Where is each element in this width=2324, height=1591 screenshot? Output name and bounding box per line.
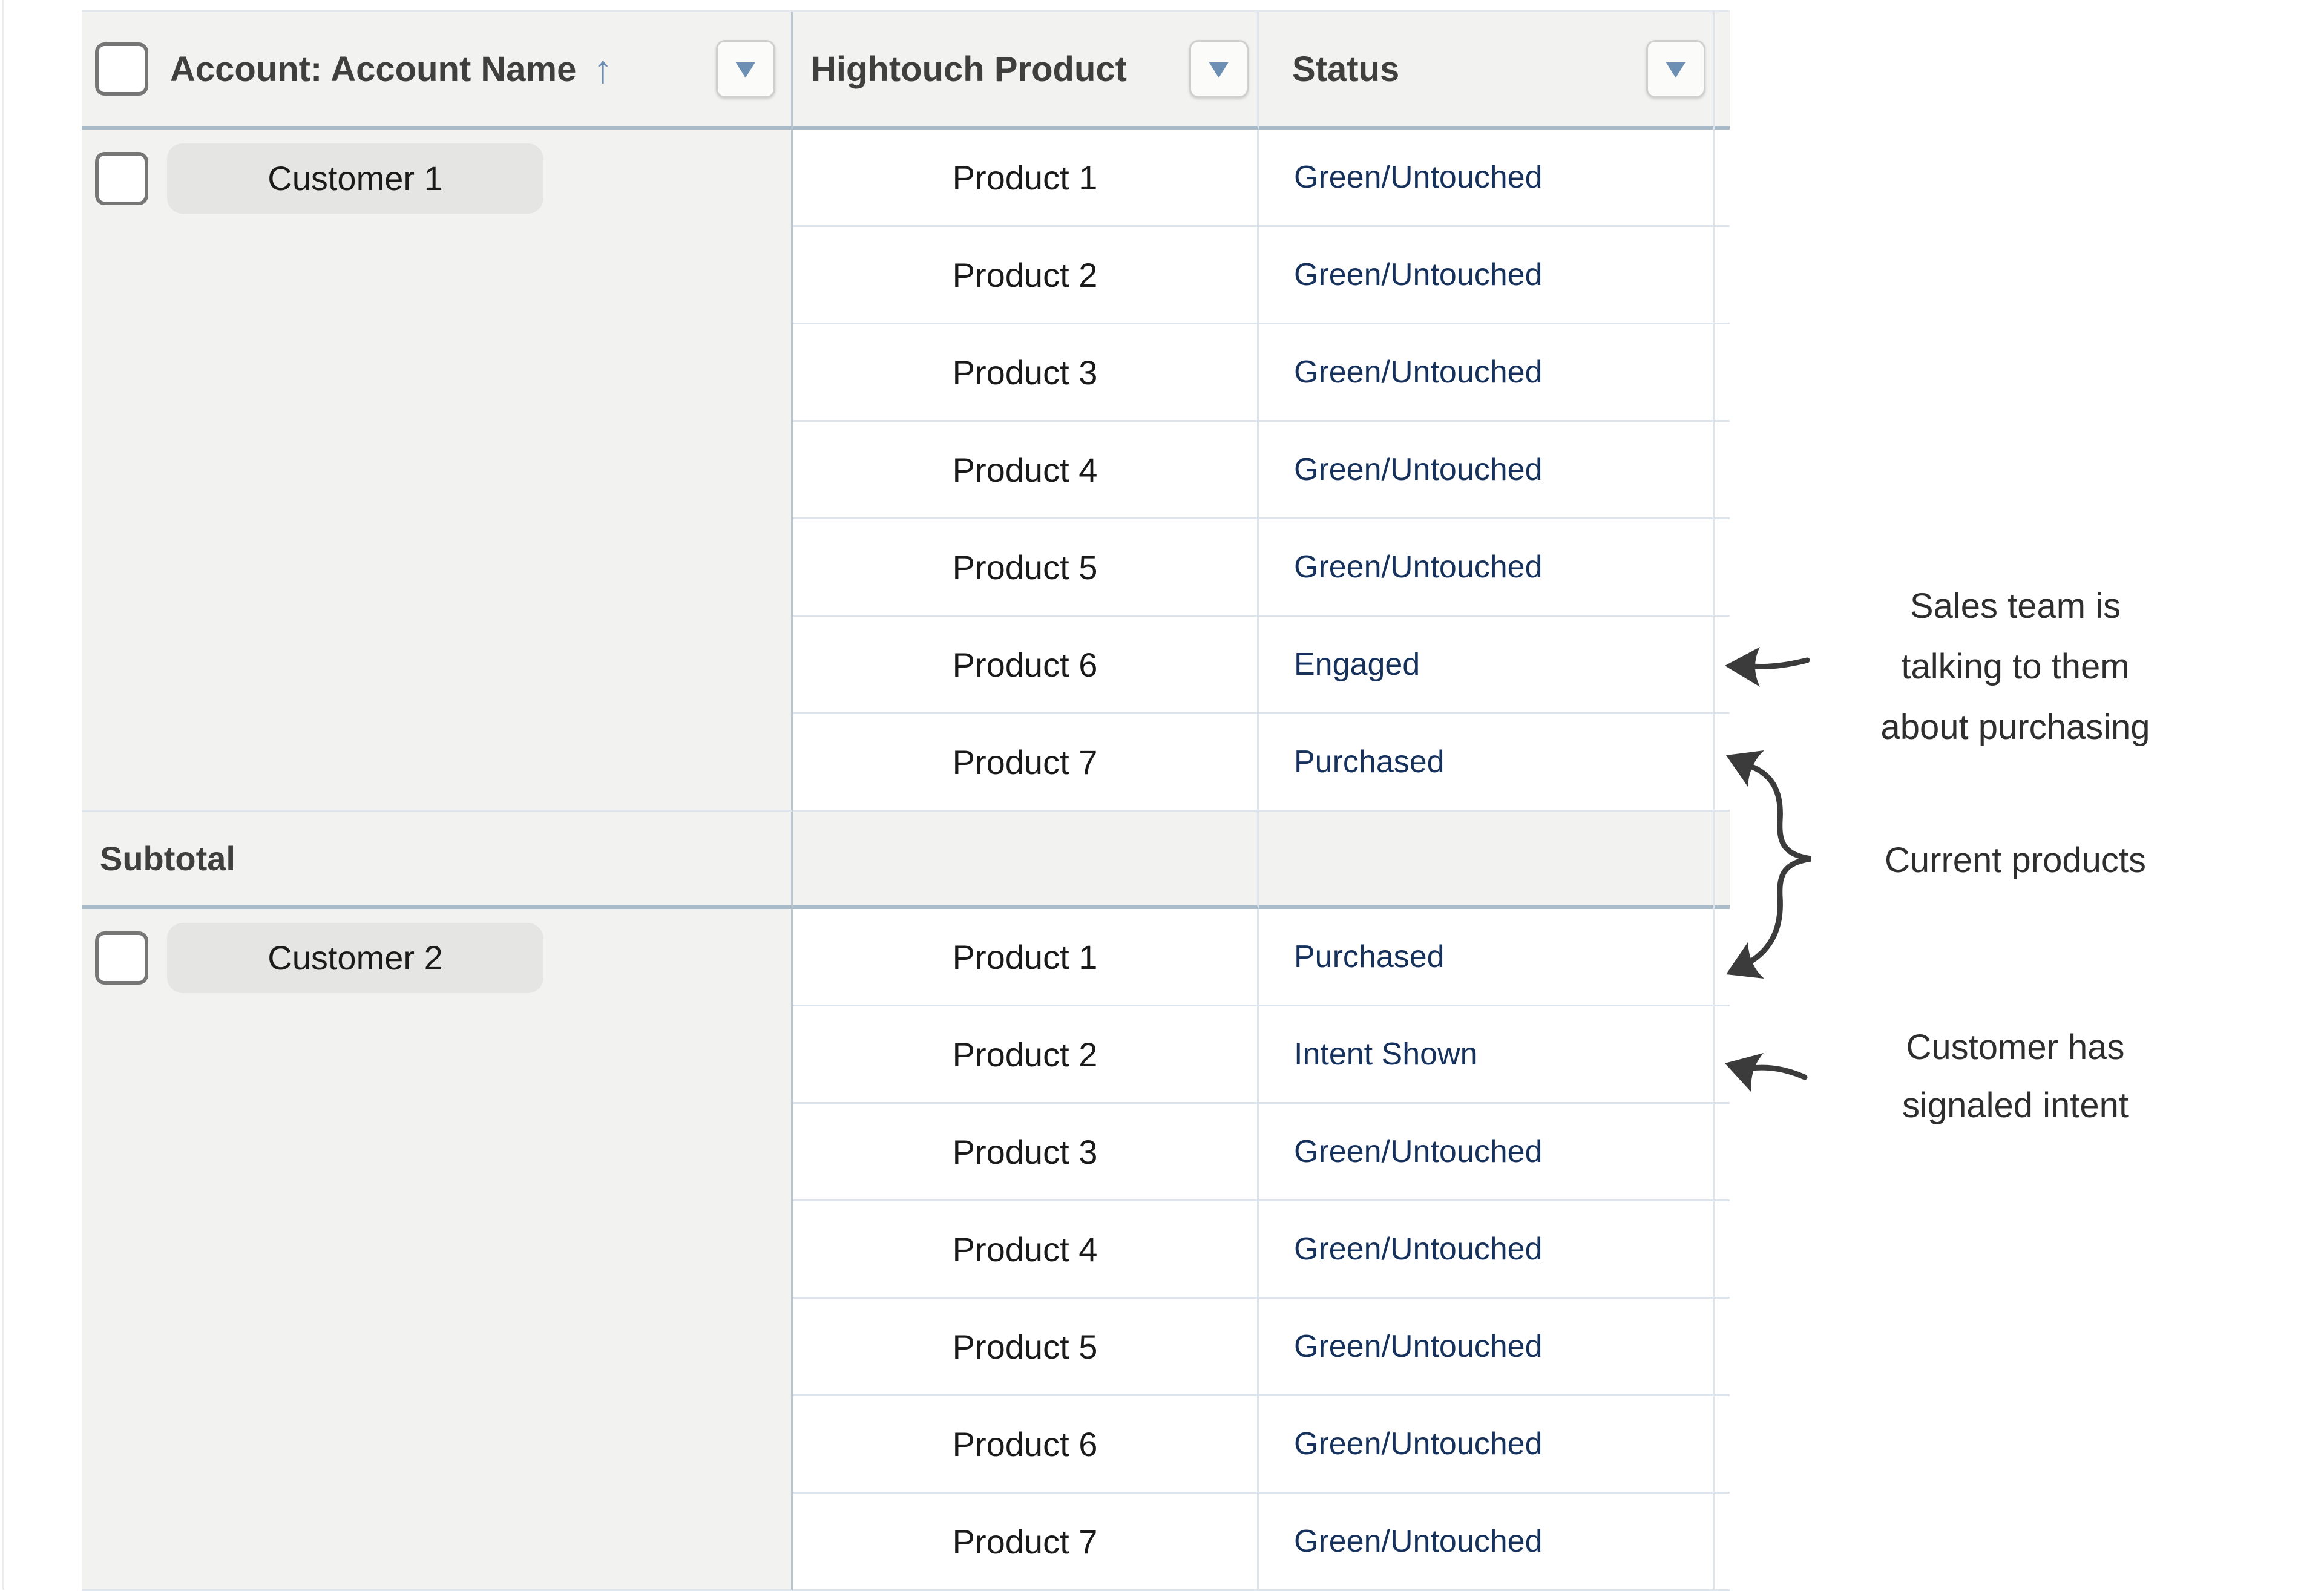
report-table: Account: Account Name ↑ ▼ Hightouch Prod… (82, 10, 1730, 1591)
status-cell[interactable]: Green/Untouched (1259, 422, 1730, 519)
account-column-header: Account: Account Name ↑ ▼ (82, 12, 793, 130)
annotation-line: talking to them (1901, 647, 2130, 686)
status-cell[interactable]: Green/Untouched (1259, 519, 1730, 617)
annotation-line: signaled intent (1902, 1086, 2129, 1125)
status-cell[interactable]: Green/Untouched (1259, 1299, 1730, 1396)
annotation-engaged: Sales team is talking to them about purc… (1767, 576, 2263, 758)
annotation-line: about purchasing (1880, 707, 2150, 747)
status-cell[interactable]: Green/Untouched (1259, 227, 1730, 324)
annotation-current-products: Current products (1767, 830, 2263, 891)
status-cell[interactable]: Green/Untouched (1259, 324, 1730, 422)
subtotal-status-cell (1259, 812, 1730, 909)
product-filter-button[interactable]: ▼ (1189, 40, 1249, 98)
status-cell[interactable]: Green/Untouched (1259, 1201, 1730, 1299)
status-cell[interactable]: Green/Untouched (1259, 1104, 1730, 1201)
product-cell: Product 2 (793, 227, 1259, 324)
product-cell: Product 5 (793, 519, 1259, 617)
status-column-divider (1713, 10, 1715, 1589)
window-edge-line (2, 0, 4, 1590)
product-cell: Product 1 (793, 909, 1259, 1006)
product-cell: Product 5 (793, 1299, 1259, 1396)
status-filter-button[interactable]: ▼ (1646, 40, 1705, 98)
product-cell: Product 1 (793, 130, 1259, 227)
product-cell: Product 4 (793, 1201, 1259, 1299)
product-cell: Product 4 (793, 422, 1259, 519)
annotation-line: Customer has (1906, 1028, 2125, 1067)
product-cell: Product 7 (793, 1494, 1259, 1591)
filter-dropdown-icon: ▼ (1659, 54, 1693, 84)
filter-dropdown-icon: ▼ (1202, 54, 1236, 84)
account-group-customer-2: Customer 2 (82, 909, 793, 1591)
select-all-checkbox[interactable] (95, 42, 148, 96)
status-cell-purchased[interactable]: Purchased (1259, 714, 1730, 812)
row-checkbox-customer-2[interactable] (95, 931, 148, 985)
status-cell[interactable]: Green/Untouched (1259, 130, 1730, 227)
status-cell-intent-shown[interactable]: Intent Shown (1259, 1006, 1730, 1104)
product-cell: Product 7 (793, 714, 1259, 812)
product-column-label[interactable]: Hightouch Product (811, 49, 1127, 89)
status-column-header: Status ▼ (1259, 12, 1730, 130)
account-filter-button[interactable]: ▼ (716, 40, 775, 98)
annotation-intent: Customer has signaled intent (1767, 1019, 2263, 1135)
product-cell: Product 3 (793, 324, 1259, 422)
subtotal-product-cell (793, 812, 1259, 909)
sort-ascending-icon: ↑ (593, 47, 613, 91)
product-cell: Product 6 (793, 1396, 1259, 1494)
subtotal-label: Subtotal (82, 812, 793, 909)
filter-dropdown-icon: ▼ (729, 54, 763, 84)
product-cell: Product 3 (793, 1104, 1259, 1201)
product-column-header: Hightouch Product ▼ (793, 12, 1259, 130)
annotation-line: Sales team is (1909, 586, 2121, 626)
product-cell: Product 6 (793, 617, 1259, 714)
product-cell: Product 2 (793, 1006, 1259, 1104)
status-column-label[interactable]: Status (1292, 49, 1400, 89)
account-pill-customer-1[interactable]: Customer 1 (167, 143, 543, 214)
status-cell[interactable]: Green/Untouched (1259, 1396, 1730, 1494)
account-pill-customer-2[interactable]: Customer 2 (167, 922, 543, 993)
row-checkbox-customer-1[interactable] (95, 151, 148, 205)
status-cell[interactable]: Green/Untouched (1259, 1494, 1730, 1591)
status-cell-engaged[interactable]: Engaged (1259, 617, 1730, 714)
annotation-line: Current products (1885, 841, 2146, 880)
status-cell-purchased[interactable]: Purchased (1259, 909, 1730, 1006)
account-column-label[interactable]: Account: Account Name (170, 49, 577, 89)
account-group-customer-1: Customer 1 (82, 130, 793, 812)
